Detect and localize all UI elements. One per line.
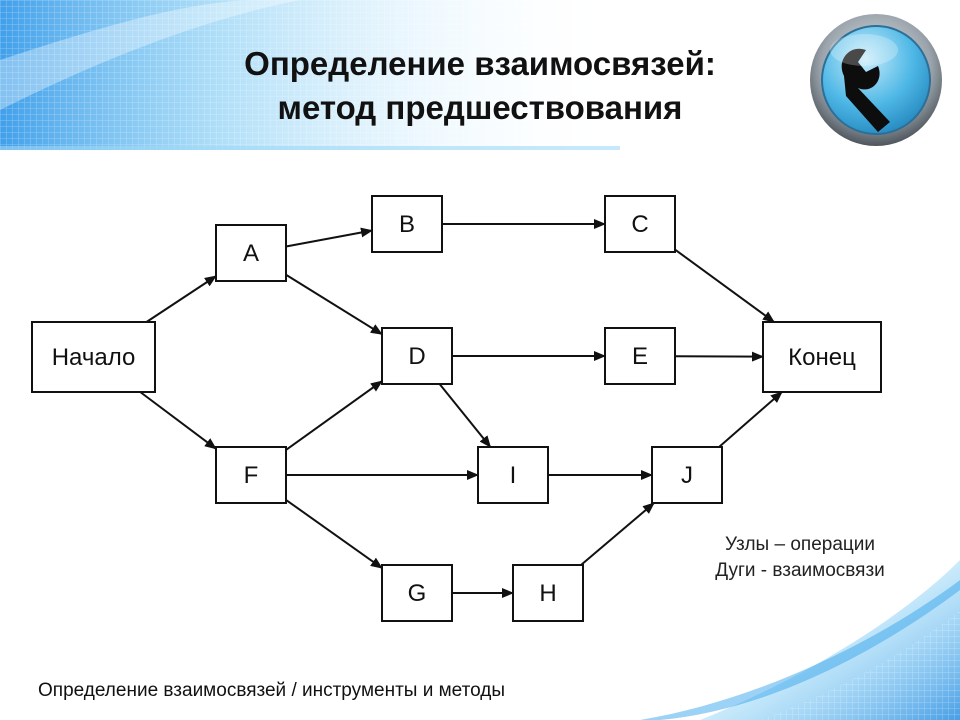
title-line-2: метод предшествования — [277, 89, 683, 126]
node-label-A: A — [243, 240, 259, 267]
node-end: Конец — [762, 321, 882, 393]
node-label-I: I — [510, 462, 517, 489]
node-label-B: B — [399, 211, 415, 238]
node-F: F — [215, 446, 287, 504]
node-box-B — [371, 195, 443, 253]
node-label-F: F — [244, 462, 259, 489]
node-label-E: E — [632, 343, 648, 370]
node-label-C: C — [631, 211, 648, 238]
arc-J-to-end — [718, 391, 783, 448]
node-box-D — [381, 327, 453, 385]
node-label-J: J — [681, 462, 693, 489]
node-box-I — [477, 446, 549, 504]
node-label-G: G — [408, 580, 427, 607]
node-box-start — [31, 321, 156, 393]
node-box-G — [381, 564, 453, 622]
node-E: E — [604, 327, 676, 385]
slide-footer: Определение взаимосвязей / инструменты и… — [38, 680, 505, 701]
node-H: H — [512, 564, 584, 622]
node-box-F — [215, 446, 287, 504]
node-label-H: H — [539, 580, 556, 607]
node-box-A — [215, 224, 287, 282]
node-box-H — [512, 564, 584, 622]
arc-H-to-J — [580, 502, 655, 566]
node-box-end — [762, 321, 882, 393]
node-box-C — [604, 195, 676, 253]
diagram-legend: Узлы – операции Дуги - взаимосвязи — [690, 532, 910, 584]
node-box-J — [651, 446, 723, 504]
node-A: A — [215, 224, 287, 282]
arc-A-to-D — [285, 273, 383, 336]
node-start: Начало — [31, 321, 156, 393]
node-box-E — [604, 327, 676, 385]
node-G: G — [381, 564, 453, 622]
title-line-1: Определение взаимосвязей: — [244, 45, 716, 82]
node-J: J — [651, 446, 723, 504]
node-C: C — [604, 195, 676, 253]
arc-F-to-D — [285, 380, 383, 451]
arc-C-to-end — [674, 248, 775, 323]
arc-D-to-I — [438, 383, 492, 448]
legend-arcs: Дуги - взаимосвязи — [715, 560, 885, 581]
arc-start-to-F — [139, 391, 217, 450]
arc-F-to-G — [285, 499, 383, 569]
node-I: I — [477, 446, 549, 504]
arc-A-to-B — [285, 227, 373, 248]
node-B: B — [371, 195, 443, 253]
arc-start-to-A — [145, 275, 217, 323]
node-label-D: D — [408, 343, 425, 370]
node-label-end: Конец — [788, 344, 856, 371]
node-label-start: Начало — [52, 344, 136, 371]
node-D: D — [381, 327, 453, 385]
wrench-icon — [810, 14, 942, 146]
slide-title: Определение взаимосвязей: метод предшест… — [140, 42, 820, 130]
legend-nodes: Узлы – операции — [724, 534, 876, 555]
